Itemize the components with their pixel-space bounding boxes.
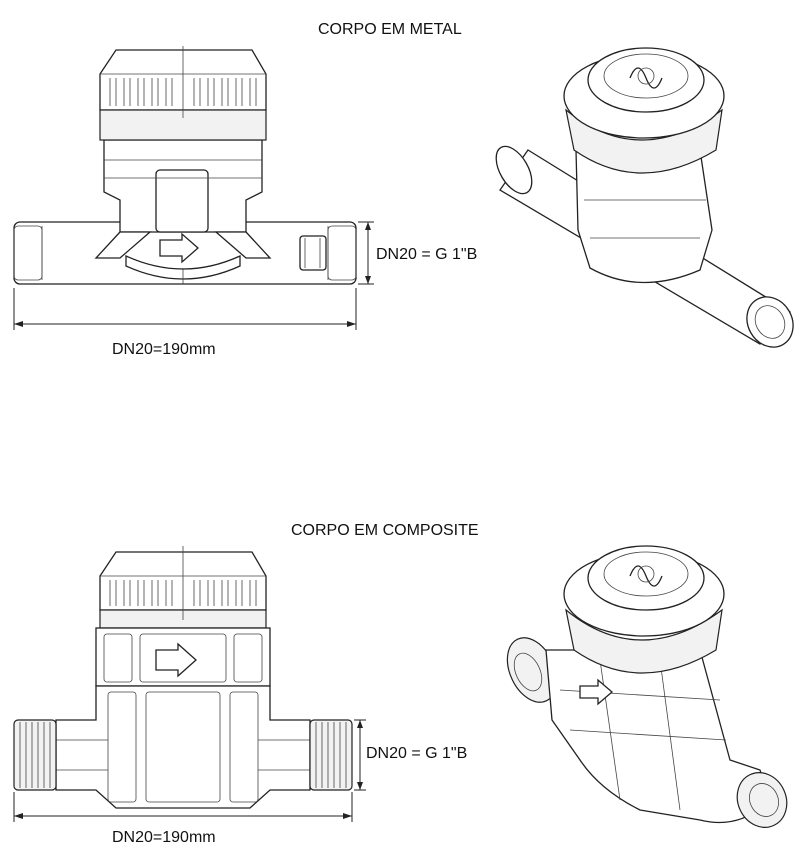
section-title-composite: CORPO EM COMPOSITE [291,522,479,539]
length-label-metal: DN20=190mm [112,341,216,358]
metal-front-view [13,46,357,285]
length-label-composite: DN20=190mm [112,829,216,846]
composite-dimension-lines [13,719,366,822]
metal-dimension-lines [13,221,374,330]
thread-label-metal: DN20 = G 1"B [376,246,478,263]
metal-isometric-view [495,47,794,348]
thread-label-composite: DN20 = G 1"B [366,745,468,762]
section-title-metal: CORPO EM METAL [318,21,462,38]
composite-front-view [13,546,353,809]
composite-isometric-view [506,545,788,828]
